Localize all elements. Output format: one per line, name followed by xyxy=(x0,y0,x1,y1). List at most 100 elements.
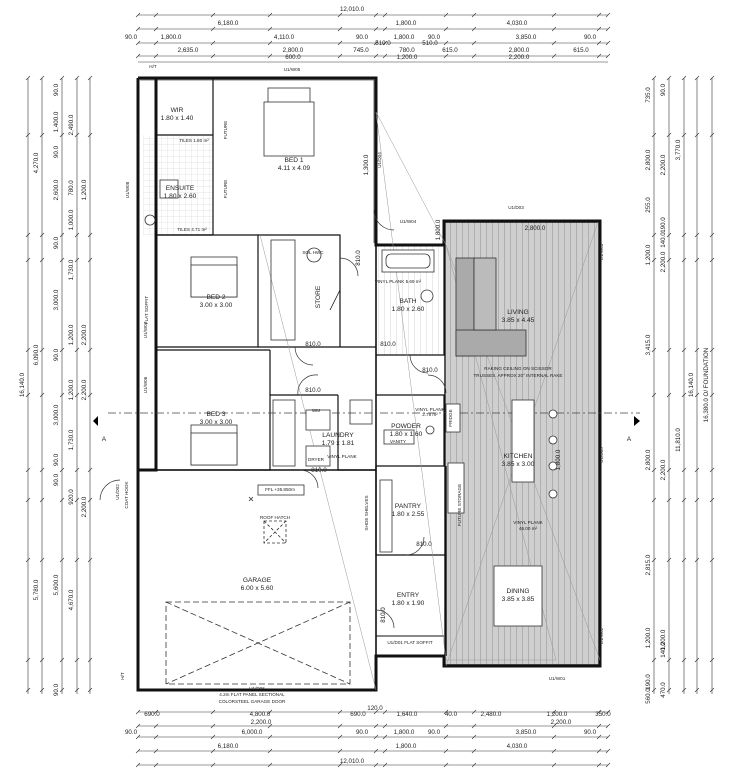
dimension-tick xyxy=(651,657,657,663)
dimension-tick xyxy=(551,26,557,32)
dimension-tick xyxy=(337,53,343,59)
dimension-label: 2,600.0 xyxy=(53,179,60,200)
room-name: LAUNDRY xyxy=(322,432,354,439)
plan-note: FUTURE STORAGE xyxy=(457,484,462,526)
dimension-tick xyxy=(210,53,216,59)
dimension-label: 90.0 xyxy=(53,236,60,249)
dimension-label: 90.0 xyxy=(584,34,597,41)
plan-note: SHOE SHELVES xyxy=(364,495,369,530)
opening-label: U1/W02 xyxy=(599,627,604,644)
room-size: 1.80 x 1.60 xyxy=(390,431,423,438)
dimension-tick xyxy=(135,53,141,59)
dimension-label: 90.0 xyxy=(660,83,667,96)
dimension-label: 1,200.0 xyxy=(645,244,652,265)
dimension-label: 690.0 xyxy=(144,711,160,718)
room-size: 3.85 x 4.45 xyxy=(502,317,535,324)
dimension-tick xyxy=(681,347,687,353)
dimension-label: 1,200.0 xyxy=(397,54,418,61)
dimension-label: 90.0 xyxy=(584,729,597,736)
dimension-tick xyxy=(373,40,379,46)
plan-note: VINYL PLANK xyxy=(513,520,543,525)
dimension-tick xyxy=(135,709,141,715)
dimension-label: 810.0 xyxy=(355,250,362,266)
dimension-tick xyxy=(25,347,31,353)
dimension-label: 3,415.0 xyxy=(645,334,652,355)
dimension-label: 190.0 xyxy=(660,217,667,233)
plan-note: FRIDGE xyxy=(448,409,453,426)
dimension-tick xyxy=(681,75,687,81)
dimension-tick xyxy=(337,734,343,740)
dimension-tick xyxy=(25,557,31,563)
room-size: 1.80 x 2.60 xyxy=(164,193,197,200)
dimension-tick xyxy=(709,497,715,503)
dimension-tick xyxy=(87,657,93,663)
dimension-tick xyxy=(605,762,611,768)
dimension-tick xyxy=(666,75,672,81)
dimension-tick xyxy=(135,40,141,46)
room-name: BED 3 xyxy=(206,411,225,418)
dimension-label: 5,600.0 xyxy=(53,574,60,595)
dimension-tick xyxy=(605,40,611,46)
dimension-tick xyxy=(210,26,216,32)
dimension-tick xyxy=(666,347,672,353)
dimension-label: 2,635.0 xyxy=(178,47,199,54)
plan-note: 46.00 m² xyxy=(519,526,538,531)
dimension-label: 90.0 xyxy=(53,83,60,96)
dimension-tick xyxy=(153,723,159,729)
dimension-tick xyxy=(551,12,557,18)
dimension-tick xyxy=(267,709,273,715)
dimension-tick xyxy=(337,709,343,715)
dimension-label: 1,800.0 xyxy=(435,219,442,240)
dimension-label: 1,800.0 xyxy=(394,729,415,736)
dimension-label: 920.0 xyxy=(68,489,75,505)
dimension-tick xyxy=(471,709,477,715)
dimension-tick xyxy=(666,687,672,693)
dimension-label: 2,815.0 xyxy=(645,554,652,575)
dimension-tick xyxy=(74,497,80,503)
dimension-tick xyxy=(373,762,379,768)
dimension-tick xyxy=(39,257,45,263)
dimension-tick xyxy=(651,497,657,503)
dimension-label: 350.0 xyxy=(595,711,611,718)
dimension-tick xyxy=(210,40,216,46)
plan-note: FLAT SOFFIT xyxy=(144,296,149,325)
dimension-tick xyxy=(59,132,65,138)
dimension-tick xyxy=(471,762,477,768)
dimension-tick xyxy=(596,748,602,754)
dimension-label: 2,800.0 xyxy=(645,449,652,470)
dimension-tick xyxy=(709,392,715,398)
dimension-tick xyxy=(551,709,557,715)
dimension-tick xyxy=(135,748,141,754)
dimension-label: 140.0 xyxy=(660,642,667,658)
dimension-tick xyxy=(87,75,93,81)
dimension-tick xyxy=(709,132,715,138)
dimension-label: 2,800.0 xyxy=(525,225,546,232)
plan-note: WM xyxy=(312,408,320,413)
dimension-label: 1,800.0 xyxy=(555,449,562,470)
dimension-tick xyxy=(694,257,700,263)
dimension-tick xyxy=(87,392,93,398)
dimension-tick xyxy=(25,132,31,138)
dimension-tick xyxy=(74,467,80,473)
dimension-label: 3,000.0 xyxy=(53,289,60,310)
dimension-tick xyxy=(267,53,273,59)
opening-label: U1/D05 xyxy=(599,447,604,463)
plan-note: FUTURE xyxy=(223,180,228,199)
dimension-tick xyxy=(39,657,45,663)
dimension-tick xyxy=(87,557,93,563)
dimension-tick xyxy=(337,26,343,32)
dimension-tick xyxy=(382,53,388,59)
plan-note: SOL HWC xyxy=(302,250,324,255)
room-name: DINING xyxy=(506,588,529,595)
dimension-tick xyxy=(59,657,65,663)
dimension-label: 745.0 xyxy=(353,47,369,54)
dimension-label: 12,010.0 xyxy=(340,758,365,765)
dimension-label: 615.0 xyxy=(573,47,589,54)
room-size: 1.80 x 1.40 xyxy=(161,115,194,122)
dimension-label: 2,200.0 xyxy=(251,719,272,726)
dimension-label: 90.0 xyxy=(125,729,138,736)
dimension-tick xyxy=(605,53,611,59)
dimension-tick xyxy=(373,26,379,32)
dimension-tick xyxy=(709,232,715,238)
